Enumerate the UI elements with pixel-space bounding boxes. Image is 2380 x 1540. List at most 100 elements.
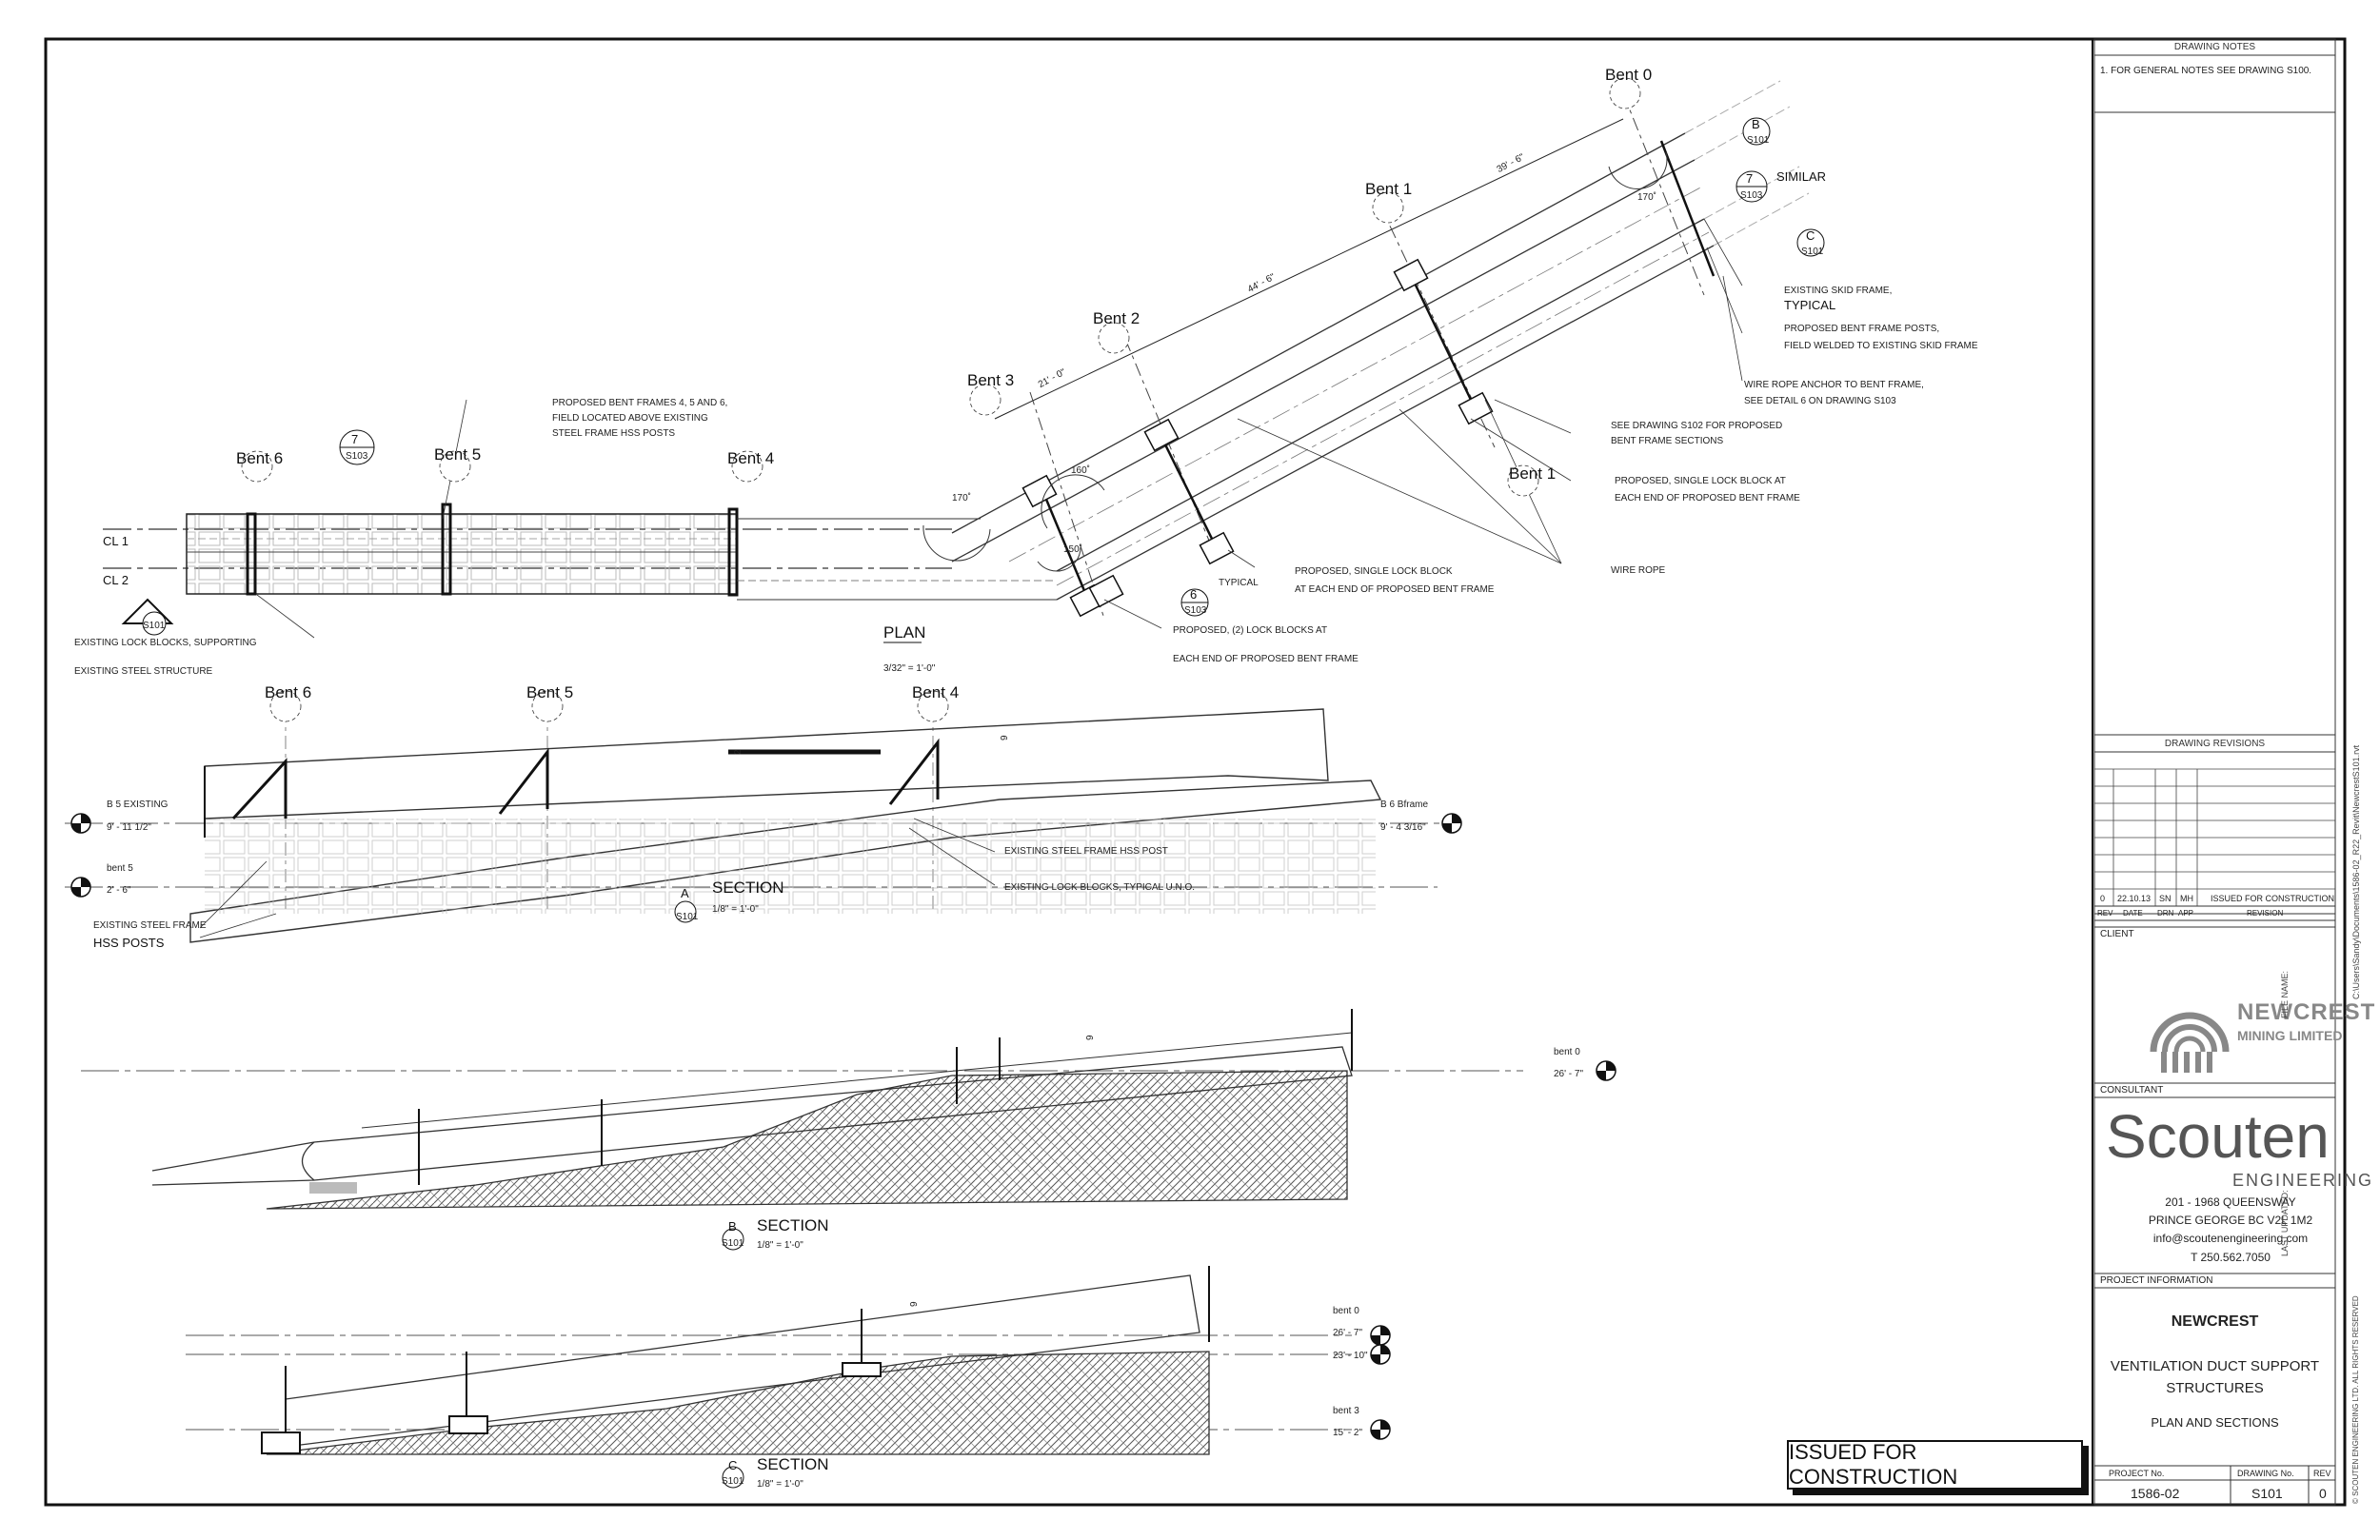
project-name: NEWCREST [2171,1313,2259,1330]
file-path: C:\Users\Sandy\Documents\1586-02_R22_Rev… [2351,744,2361,999]
secB-sheet: S101 [722,1238,744,1249]
plan-bent-6: Bent 6 [236,449,283,467]
section-a-labels: Bent 6 Bent 5 Bent 4 B 5 EXISTING 9' - 1… [93,683,1428,950]
revisions-heading: DRAWING REVISIONS [2164,739,2266,749]
secA-scale: 1/8" = 1'-0" [712,904,759,915]
note-two-lock-2: EACH END OF PROPOSED BENT FRAME [1173,654,1359,664]
copyright: © SCOUTEN ENGINEERING LTD. ALL RIGHTS RE… [2351,1295,2360,1504]
secA-note-lock-blocks: EXISTING LOCK BLOCKS, TYPICAL U.N.O. [1004,882,1195,893]
secB-letter: B [728,1219,737,1234]
callout-a-sheet: S101 [143,621,166,631]
section-b-labels: bent 0 26' - 7" 9 B S101 SECTION 1/8" = … [722,1035,1583,1251]
consultant-address-1: 201 - 1968 QUEENSWAY [2165,1195,2296,1209]
note-single-lock-2: AT EACH END OF PROPOSED BENT FRAME [1295,584,1495,595]
secB-scale: 1/8" = 1'-0" [757,1240,803,1251]
secA-bent-6: Bent 6 [265,683,311,701]
note-proposed-frames-2: FIELD LOCATED ABOVE EXISTING [552,413,708,424]
rev-label: REV [2313,1469,2331,1478]
drawing-no: S101 [2251,1486,2283,1501]
project-no: 1586-02 [2131,1486,2180,1501]
note-similar: SIMILAR [1776,169,1826,184]
project-title-1: VENTILATION DUCT SUPPORT [2110,1358,2320,1374]
note-posts-2: FIELD WELDED TO EXISTING SKID FRAME [1784,341,1978,351]
secC-level-2-value: 23' - 10" [1333,1351,1368,1361]
plan-scale: 3/32" = 1'-0" [883,663,936,674]
secC-level-1-name: bent 0 [1333,1306,1359,1316]
secC-scale: 1/8" = 1'-0" [757,1479,803,1490]
sheet-border [44,37,2347,1507]
client-name-1: NEWCREST [2237,999,2376,1025]
note-item-1: 1. FOR GENERAL NOTES SEE DRAWING S100. [2100,66,2312,76]
rev-row-date: 22.10.13 [2117,894,2152,903]
secA-level-1-name: B 5 EXISTING [107,800,169,810]
angle-170-b: 170˚ [1637,191,1656,203]
secC-title: SECTION [757,1455,829,1473]
callout-7b-sheet: S103 [1740,190,1763,201]
secC-slope: 9 [909,1301,920,1307]
cl2-label: CL 2 [103,573,129,587]
note-anchor-1: WIRE ROPE ANCHOR TO BENT FRAME, [1744,380,1924,390]
plan-bent-3: Bent 3 [967,371,1014,389]
note-see-s102-2: BENT FRAME SECTIONS [1611,436,1723,446]
note-skid-2: TYPICAL [1784,298,1835,312]
dim-39ft: 39' - 6" [1496,152,1527,175]
note-see-s102-1: SEE DRAWING S102 FOR PROPOSED [1611,421,1782,431]
section-c-labels: bent 0 26' - 7" 23' - 10" bent 3 15' - 2… [722,1301,1368,1490]
callout-6-sheet: S103 [1184,605,1207,616]
secA-level-1-value: 9' - 11 1/2" [107,822,151,833]
note-single-lock-1: PROPOSED, SINGLE LOCK BLOCK [1295,566,1453,577]
secC-level-1-value: 26' - 7" [1333,1328,1362,1338]
secB-level-name: bent 0 [1554,1047,1580,1057]
plan-bent-1-lower: Bent 1 [1509,464,1556,483]
secA-letter: A [681,886,689,900]
note-single-lock2-2: EACH END OF PROPOSED BENT FRAME [1615,493,1800,503]
callout-b-sheet: S101 [1747,135,1770,146]
rev-header-desc: REVISION [2247,909,2284,918]
rev-row-rev: 0 [2100,894,2106,903]
note-posts-1: PROPOSED BENT FRAME POSTS, [1784,324,1939,334]
consultant-address-2: PRINCE GEORGE BC V2L 1M2 [2148,1214,2313,1227]
callout-7-num: 7 [351,432,358,446]
project-title-2: STRUCTURES [2166,1380,2264,1396]
secA-level-2-value: 2' - 6" [107,885,131,896]
note-typical: TYPICAL [1219,578,1259,588]
secC-letter: C [728,1458,737,1472]
rev-row-drn: SN [2159,894,2172,903]
note-anchor-2: SEE DETAIL 6 ON DRAWING S103 [1744,396,1896,406]
notes-heading: DRAWING NOTES [2173,42,2256,52]
project-rev: 0 [2319,1486,2327,1501]
secB-level-value: 26' - 7" [1554,1069,1583,1079]
callout-c-letter: C [1806,228,1815,243]
drawing-no-label: DRAWING No. [2237,1469,2294,1478]
secC-level-3-name: bent 3 [1333,1406,1359,1416]
consultant-email[interactable]: info@scoutenengineering.com [2152,1232,2309,1245]
secA-note-hss-posts-1: EXISTING STEEL FRAME [93,920,207,931]
secA-note-hss-post: EXISTING STEEL FRAME HSS POST [1004,846,1168,857]
rev-header-rev: REV [2097,909,2113,918]
file-label: FILE NAME: [2280,970,2290,1018]
callout-b-letter: B [1752,117,1760,131]
dim-21ft: 21' - 0" [1037,367,1068,390]
angle-170-a: 170˚ [952,492,971,503]
note-single-lock2-1: PROPOSED, SINGLE LOCK BLOCK AT [1615,476,1786,486]
newcrest-logo [2150,1012,2230,1073]
plan-title: PLAN [883,623,925,642]
rev-header-app: APP [2178,909,2194,918]
callout-7-sheet: S103 [346,451,368,462]
section-b-view [81,1009,1616,1251]
consultant-phone: T 250.562.7050 [2191,1251,2271,1264]
plan-bent-5: Bent 5 [434,445,481,464]
rev-row-desc: ISSUED FOR CONSTRUCTION [2211,894,2335,903]
issued-for-construction-stamp: ISSUED FOR CONSTRUCTION [1787,1440,2083,1490]
consultant-label: CONSULTANT [2100,1085,2164,1096]
secA-sheet: S101 [676,912,699,922]
section-c-view [186,1266,1391,1489]
note-proposed-frames-3: STEEL FRAME HSS POSTS [552,428,675,439]
cl1-label: CL 1 [103,534,129,548]
secC-level-3-value: 15' - 2" [1333,1428,1362,1438]
secA-title: SECTION [712,879,784,897]
note-existing-lock-1: EXISTING LOCK BLOCKS, SUPPORTING [74,638,257,648]
rev-row-app: MH [2180,894,2193,903]
note-skid-1: EXISTING SKID FRAME, [1784,286,1892,296]
